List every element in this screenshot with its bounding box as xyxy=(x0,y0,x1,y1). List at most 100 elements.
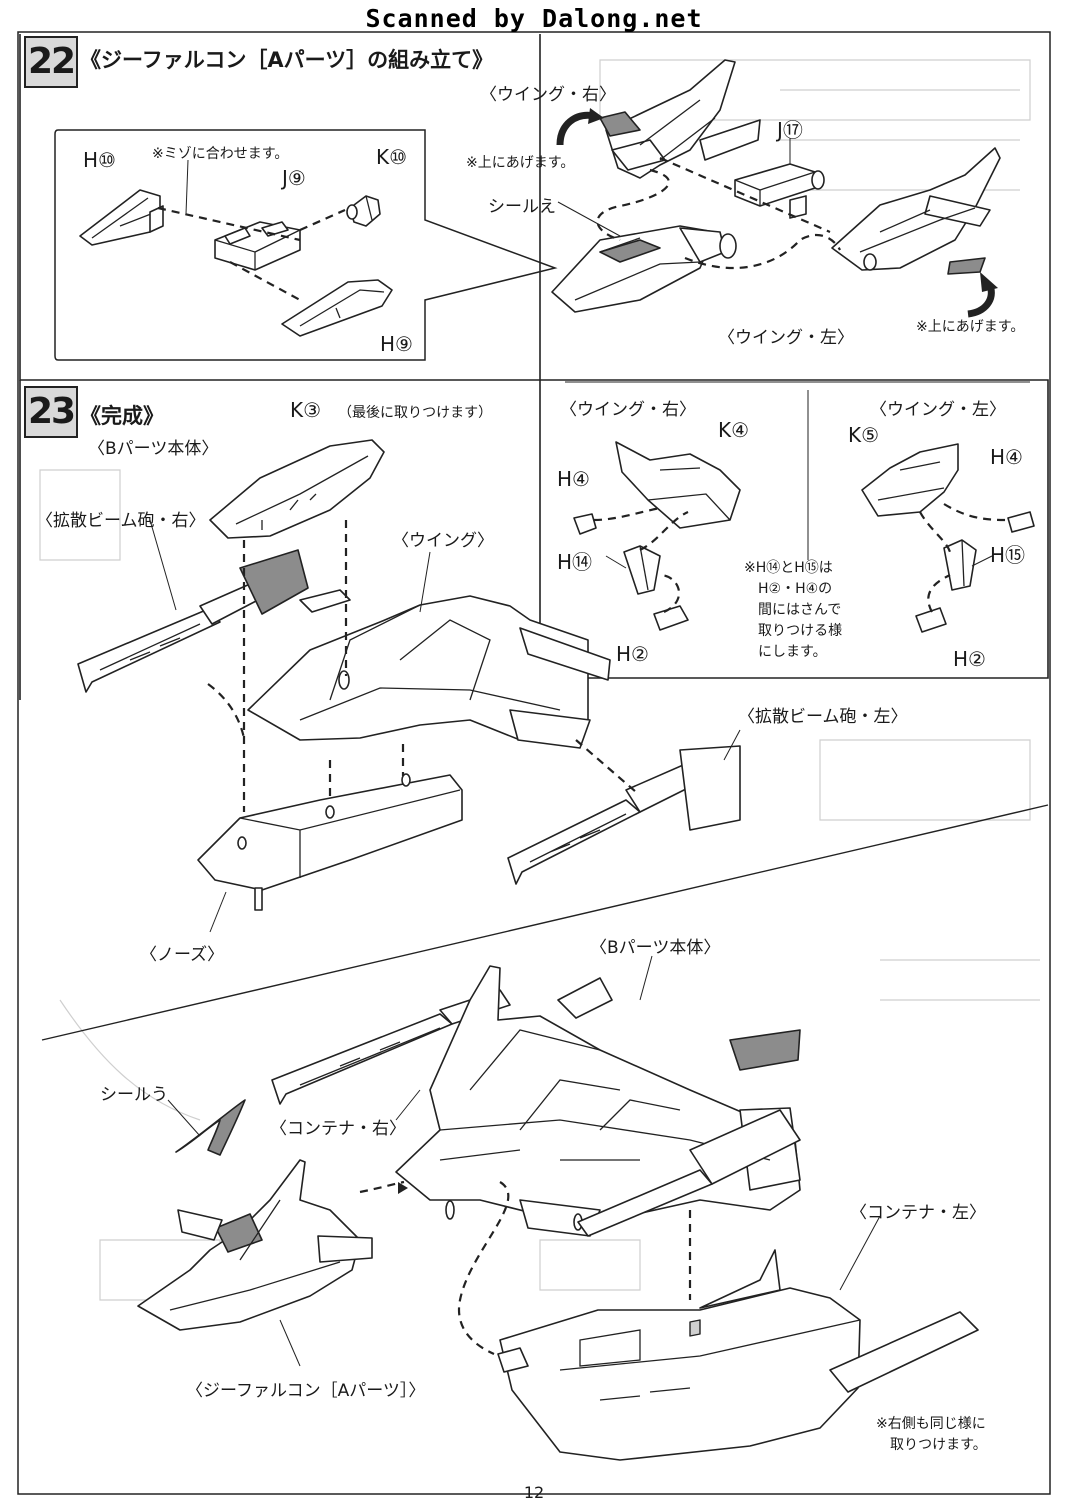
guide-wing-right-2 xyxy=(659,156,831,234)
label-seal-u: シールう xyxy=(100,1085,168,1105)
beam-cannon-right xyxy=(77,549,309,693)
label-h9: H⑨ xyxy=(380,332,413,356)
label-seal-e: シールえ xyxy=(488,197,556,217)
page-number: 12 xyxy=(523,1483,545,1502)
leader-seal-u xyxy=(167,1099,201,1137)
label-sub-wing-right: 〈ウイング・右〉 xyxy=(560,400,696,420)
seal-u-shape xyxy=(175,1099,246,1156)
step22-title: 《ジーファルコン［Aパーツ］の組み立て》 xyxy=(80,48,494,72)
sub-note-line-4: 取りつける様 xyxy=(758,623,843,639)
part-j9 xyxy=(214,221,301,271)
label-k3-note: （最後に取りつけます） xyxy=(338,405,493,421)
sub-guide-r3 xyxy=(659,573,681,613)
nose-part xyxy=(197,773,463,911)
raise-arrow-right-head xyxy=(588,108,604,124)
sub-note-line-3: 間にはさんで xyxy=(758,602,842,618)
inset-leader-groove xyxy=(185,159,189,215)
part-j17 xyxy=(734,163,825,219)
b-parts-wing-body xyxy=(247,589,611,749)
leader-container-right xyxy=(395,1089,421,1121)
guide-beam-left xyxy=(575,739,637,793)
sub-h14 xyxy=(623,545,661,595)
wing-right-part xyxy=(599,59,761,179)
label-container-right: 〈コンテナ・右〉 xyxy=(270,1119,406,1139)
part-h9 xyxy=(281,279,393,337)
page-border xyxy=(17,31,1051,1495)
label-beam-right: 〈拡散ビーム砲・右〉 xyxy=(36,511,206,531)
sub-guide-r1 xyxy=(593,506,661,522)
final-beam-cannon xyxy=(577,1109,801,1237)
sub-h15 xyxy=(943,539,977,591)
final-guide-container-left xyxy=(457,1181,510,1356)
sub-guide-l1 xyxy=(943,503,1011,522)
label-h4-right: H④ xyxy=(557,467,590,491)
scan-header: Scanned by Dalong.net xyxy=(365,4,703,33)
sub-wing-left-k5 xyxy=(861,443,959,517)
sub-h4-right xyxy=(573,513,597,535)
part-k3-cover xyxy=(209,439,385,539)
sub-guide-l3 xyxy=(927,574,951,613)
leader-h14 xyxy=(605,555,627,569)
guide-beam-right xyxy=(207,683,246,739)
leader-h15 xyxy=(971,555,993,567)
label-k3: K③ xyxy=(290,398,322,422)
inset-guide-c xyxy=(299,208,346,232)
label-wing-right-22: 〈ウイング・右〉 xyxy=(480,85,616,105)
step23-frame xyxy=(19,379,1049,700)
label-h2-left: H② xyxy=(953,647,986,671)
label-groove-note: ※ミゾに合わせます。 xyxy=(152,146,289,162)
sub-note: ※H⑭とH⑮は H②・H④の 間にはさんで 取りつける様 にします。 xyxy=(744,558,842,663)
leader-final-b-body xyxy=(639,955,653,1001)
label-h14: H⑭ xyxy=(557,550,593,574)
wing-left-part xyxy=(831,147,1001,275)
label-h2-right: H② xyxy=(616,642,649,666)
sub-h4-left xyxy=(1007,511,1035,533)
show-through-ghost xyxy=(39,59,1040,1301)
step22-frame xyxy=(19,34,541,381)
seal-e-body xyxy=(551,225,737,313)
label-h4-left: H④ xyxy=(990,445,1023,469)
sub-guide-r2 xyxy=(639,510,689,551)
leader-container-left xyxy=(839,1215,881,1291)
leader-nose xyxy=(209,891,227,933)
container-left xyxy=(497,1249,979,1461)
label-wing-23: 〈ウイング〉 xyxy=(392,531,494,551)
sub-note-line-5: にします。 xyxy=(758,644,827,660)
label-k10: K⑩ xyxy=(376,145,408,169)
raise-arrow-left-head xyxy=(980,272,998,292)
final-guide-a-parts xyxy=(359,1180,405,1194)
sub-note-line-2: H②・H④の xyxy=(758,581,833,597)
leader-beam-right xyxy=(149,519,177,611)
label-final-b-body: 〈Bパーツ本体〉 xyxy=(590,938,721,958)
label-j17: J⑰ xyxy=(777,118,803,142)
label-k4: K④ xyxy=(718,418,750,442)
final-note-line-2: 取りつけます。 xyxy=(890,1437,987,1453)
label-h15: H⑮ xyxy=(990,543,1026,567)
label-a-parts: 〈ジーファルコン［Aパーツ］〉 xyxy=(186,1381,426,1401)
final-arrowhead xyxy=(398,1182,408,1194)
label-j9: J⑨ xyxy=(282,166,306,190)
label-wing-left-22: 〈ウイング・左〉 xyxy=(718,328,854,348)
beam-cannon-left xyxy=(507,745,741,885)
label-nose: 〈ノーズ〉 xyxy=(140,945,225,965)
inset-guide-a xyxy=(157,206,301,242)
leader-wing xyxy=(419,551,431,613)
inset-callout-box xyxy=(54,129,558,361)
guide-seal-to-wing xyxy=(684,233,841,270)
label-raise-note-left: ※上にあげます。 xyxy=(916,319,1025,335)
label-raise-note-right: ※上にあげます。 xyxy=(466,155,575,171)
label-sub-wing-left: 〈ウイング・左〉 xyxy=(870,400,1006,420)
label-container-left: 〈コンテナ・左〉 xyxy=(850,1203,986,1223)
leader-a-parts xyxy=(279,1319,301,1367)
part-k10 xyxy=(346,195,381,227)
sub-guide-l2 xyxy=(919,511,952,553)
sub-h2-right xyxy=(653,605,689,631)
final-note: ※右側も同じ様に 取りつけます。 xyxy=(876,1414,987,1456)
label-h10: H⑩ xyxy=(83,148,116,172)
final-a-parts xyxy=(137,1159,373,1331)
inset-guide-b xyxy=(229,261,301,301)
step22-number: 22 xyxy=(24,36,78,88)
label-k5: K⑤ xyxy=(848,423,880,447)
